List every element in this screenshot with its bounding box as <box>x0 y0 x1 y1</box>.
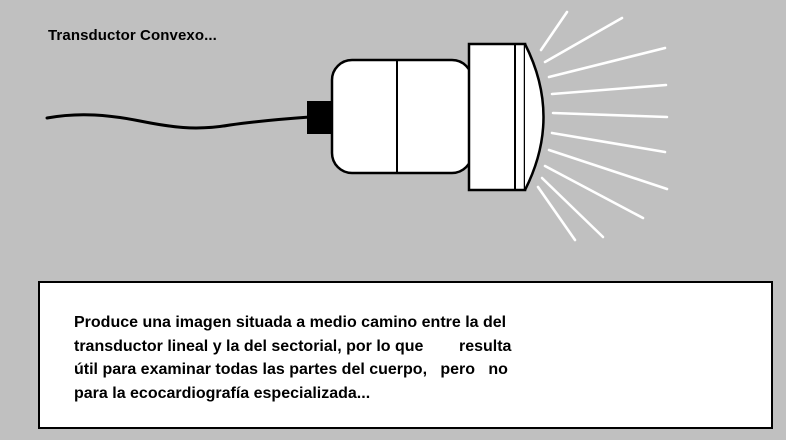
beam-ray <box>543 16 624 64</box>
cable-icon <box>45 113 312 130</box>
beam-ray <box>543 164 645 220</box>
beam-ray <box>547 148 669 191</box>
beam-ray <box>539 10 569 52</box>
ultrasound-beam <box>536 10 669 242</box>
caption-line: para la ecocardiografía especializada... <box>74 384 371 402</box>
caption-line: transductor lineal y la del sectorial, p… <box>74 337 512 355</box>
caption-line: útil para examinar todas las partes del … <box>74 361 508 378</box>
connector-icon <box>307 101 333 134</box>
caption-line: Produce una imagen situada a medio camin… <box>74 314 507 331</box>
slide-title: Transductor Convexo... <box>48 27 217 44</box>
convex-face-icon <box>523 43 545 191</box>
beam-ray <box>536 185 577 242</box>
beam-ray <box>551 111 669 119</box>
beam-ray <box>550 83 668 96</box>
beam-ray <box>550 131 667 154</box>
beam-ray <box>540 176 605 239</box>
caption-text: Produce una imagen situada a medio camin… <box>74 311 714 405</box>
probe-head-icon <box>467 42 527 192</box>
caption-box: Produce una imagen situada a medio camin… <box>38 281 773 429</box>
probe-body-icon <box>330 58 474 175</box>
beam-ray <box>547 46 667 79</box>
